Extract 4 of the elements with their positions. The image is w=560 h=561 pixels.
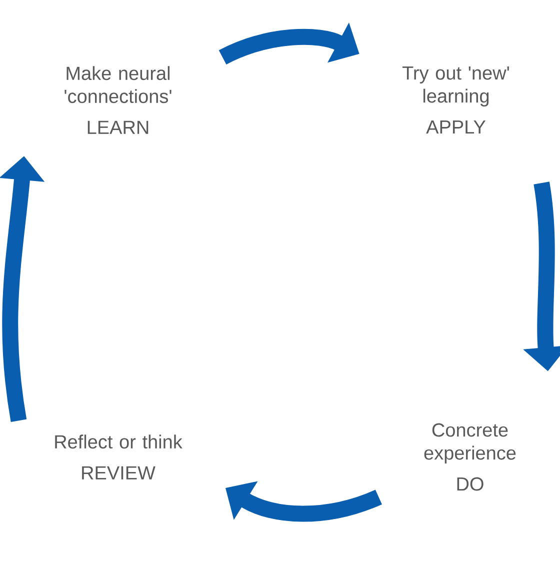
stage-label: Concrete experience DO bbox=[424, 423, 516, 491]
stage-label: Try out 'new' learning APPLY bbox=[402, 66, 509, 134]
stage-label: Reflect or think REVIEW bbox=[55, 434, 182, 480]
stage-label: Make neural 'connections' LEARN bbox=[64, 66, 172, 134]
